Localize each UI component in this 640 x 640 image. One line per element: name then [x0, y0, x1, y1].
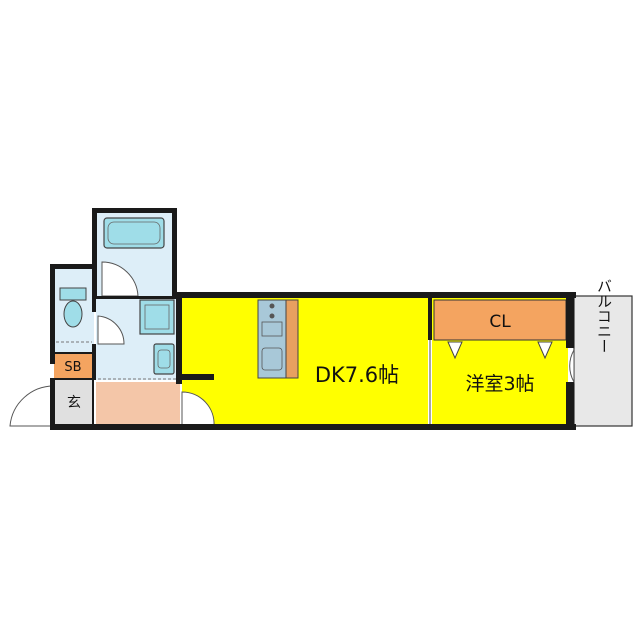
washroom-door-swing: [97, 315, 125, 345]
dk-room-floor: [182, 298, 428, 426]
dk-room-label: DK7.6帖: [315, 363, 399, 387]
closet-door: [447, 341, 463, 360]
bathtub-inner: [107, 221, 161, 245]
entrance-label: 玄: [67, 394, 81, 411]
walls: [50, 208, 576, 430]
corridor-floor: [96, 382, 180, 426]
entrance-floor: [54, 378, 94, 426]
washing-machine-drum: [157, 349, 171, 369]
washbasin-inner: [144, 304, 170, 330]
balcony-label: バルコニー: [595, 279, 613, 354]
closet: [433, 299, 567, 341]
kitchen-sink-top: [261, 321, 283, 337]
kitchen-sink: [261, 347, 283, 371]
closet-label: CL: [489, 312, 511, 332]
toilet-bowl: [63, 300, 83, 328]
western-room-label: 洋室3帖: [465, 373, 534, 395]
balcony-door-swing: [569, 348, 575, 384]
shoe-box: [54, 354, 94, 378]
stove-burner: [269, 303, 275, 309]
bath-door-swing: [101, 261, 139, 297]
stove-burner: [269, 313, 275, 319]
entrance-door-swing: [9, 385, 55, 427]
closet-door: [537, 341, 553, 360]
balcony-floor: [573, 295, 633, 427]
toilet-tank: [59, 287, 87, 301]
shoe-box-label: SB: [64, 360, 81, 375]
